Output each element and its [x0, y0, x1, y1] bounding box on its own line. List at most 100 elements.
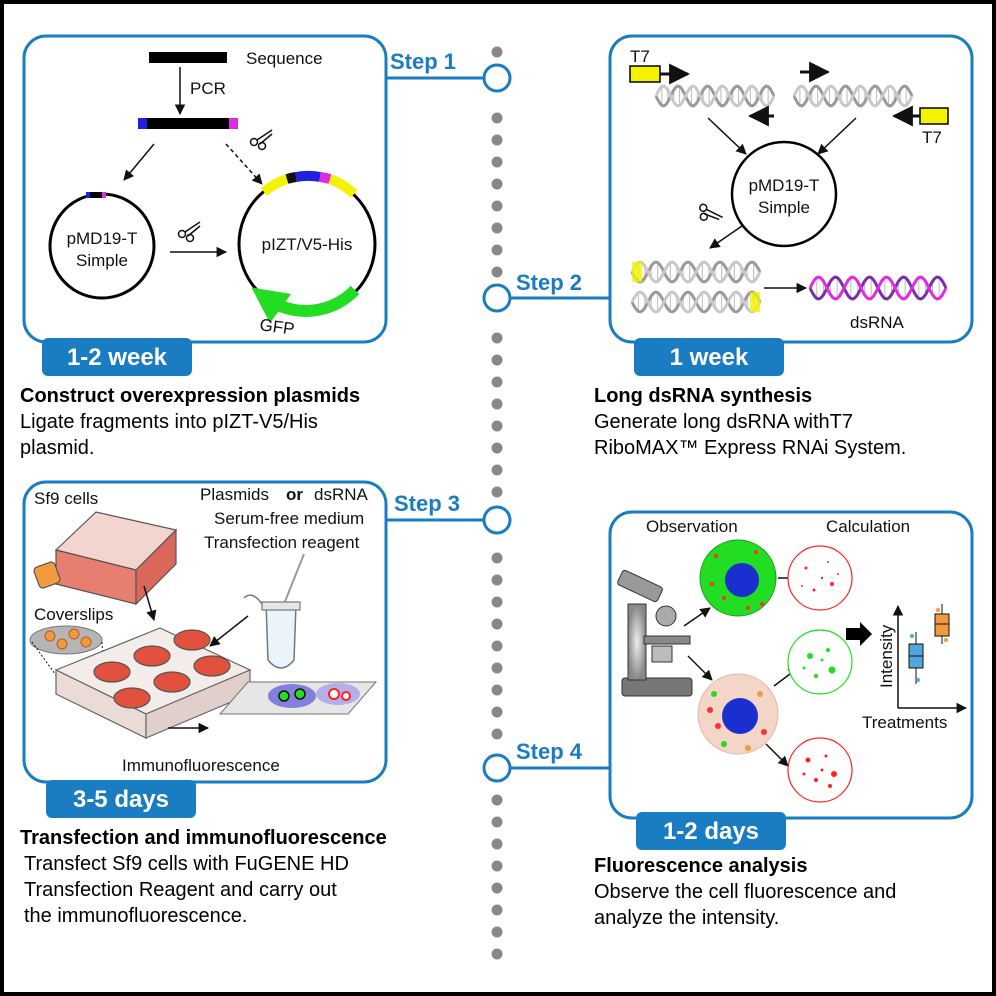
- transfection-label: Transfection reagent: [204, 533, 360, 552]
- timeline-dot: [491, 112, 503, 124]
- microscope-icon: [617, 569, 693, 697]
- panel1-desc-1: Ligate fragments into pIZT-V5/His: [20, 411, 318, 433]
- reagent-a: Plasmids: [200, 485, 269, 504]
- calculation-label: Calculation: [826, 517, 910, 536]
- step4-label: Step 4: [516, 739, 583, 764]
- dna-helix-icon: [792, 84, 914, 108]
- panel2-desc-1: Generate long dsRNA withT7: [594, 411, 853, 433]
- dna-helix-icon: [630, 260, 762, 284]
- sequence-bar: [149, 52, 227, 63]
- sf9-cells-label: Sf9 cells: [34, 489, 98, 508]
- boxplot-mini-chart: Intensity Treatments: [862, 604, 968, 732]
- red-dot-field-1: [787, 545, 853, 611]
- panel2-duration: 1 week: [670, 344, 749, 371]
- pcr-product-bar: [138, 118, 238, 129]
- panel2-heading: Long dsRNA synthesis: [594, 385, 812, 407]
- culture-flask-icon: [33, 511, 178, 606]
- vector2-label-1: pMD19-T: [749, 176, 820, 195]
- vector-label-2: Simple: [76, 251, 128, 270]
- scissors-icon: [699, 203, 723, 221]
- timeline-dot: [491, 684, 503, 696]
- reagent-b: dsRNA: [314, 485, 369, 504]
- step2-marker: [482, 283, 512, 313]
- t7-left-label: T7: [630, 47, 650, 66]
- result-arrow: [846, 622, 872, 646]
- panel3-desc-3: the immunofluorescence.: [24, 905, 247, 927]
- vector-insert: [86, 192, 106, 198]
- dashed-arrow-to-plasmid: [225, 143, 263, 185]
- panel1-duration: 1-2 week: [67, 344, 168, 371]
- scissors-icon: [177, 221, 201, 243]
- scissors-icon: [249, 129, 273, 151]
- gfp-arc: [251, 285, 360, 324]
- timeline-dot: [491, 728, 503, 740]
- six-well-plate-icon: [54, 627, 252, 739]
- timeline-dot: [491, 618, 503, 630]
- step1-label: Step 1: [390, 49, 456, 74]
- timeline-dot: [491, 244, 503, 256]
- panel-step4: Step 4 Observation Calculation: [482, 510, 974, 929]
- coverslips-label: Coverslips: [34, 605, 113, 624]
- pcr-end-blue: [138, 118, 147, 129]
- step3-label: Step 3: [394, 491, 460, 516]
- gfp-label: GFP: [258, 315, 295, 339]
- timeline-dot: [491, 200, 503, 212]
- timeline-dot: [491, 926, 503, 938]
- timeline-dot: [491, 156, 503, 168]
- timeline-dot: [491, 794, 503, 806]
- vector-label-1: pMD19-T: [67, 229, 138, 248]
- arrow-to-vector: [123, 143, 155, 181]
- t7-promoter-left: [629, 65, 661, 83]
- plasmid-yellow-right: [328, 174, 358, 198]
- timeline-dot: [491, 46, 503, 58]
- dna-helix-icon: [654, 84, 776, 108]
- step3-marker: [482, 505, 512, 535]
- step2-label: Step 2: [516, 270, 582, 295]
- reagent-or: or: [286, 485, 303, 504]
- step4-marker: [482, 753, 512, 783]
- panel2-desc-2: RiboMAX™ Express RNAi System.: [594, 437, 906, 459]
- panel4-duration: 1-2 days: [663, 818, 759, 845]
- t7-right-label: T7: [922, 128, 942, 147]
- timeline-dots: [491, 46, 503, 960]
- panel-step2: Step 2 T7 T7 pMD19-T Simple: [482, 34, 974, 459]
- timeline-dot: [491, 816, 503, 828]
- pcr-end-magenta: [229, 118, 238, 129]
- panel3-duration: 3-5 days: [73, 786, 169, 813]
- observation-label: Observation: [646, 517, 738, 536]
- panel4-desc-2: analyze the intensity.: [594, 907, 779, 929]
- panel3-desc-1: Transfect Sf9 cells with FuGENE HD: [24, 853, 349, 875]
- immuno-label: Immunofluorescence: [122, 756, 280, 775]
- dsrna-helix-icon: [808, 275, 948, 301]
- vector2-label-2: Simple: [758, 198, 810, 217]
- timeline-dot: [491, 486, 503, 498]
- timeline-dot: [491, 134, 503, 146]
- timeline-dot: [491, 882, 503, 894]
- timeline-dot: [491, 596, 503, 608]
- timeline-dot: [491, 178, 503, 190]
- panel-step3: Step 3 Sf9 cells Plasmids or dsRNA Serum…: [20, 480, 512, 927]
- red-dot-field-2: [787, 737, 853, 803]
- timeline-dot: [491, 354, 503, 366]
- timeline-dot: [491, 332, 503, 344]
- panel3-heading: Transfection and immunofluorescence: [20, 827, 387, 849]
- coverslip-dish-icon: [29, 625, 103, 655]
- timeline-dot: [491, 904, 503, 916]
- pcr-label: PCR: [190, 79, 226, 98]
- panel4-duration-badge: [636, 812, 786, 850]
- timeline: [491, 46, 503, 960]
- timeline-dot: [491, 442, 503, 454]
- figure-canvas: Step 1 Sequence PCR pMD19-T Simple: [4, 4, 992, 992]
- sequence-label: Sequence: [246, 49, 323, 68]
- plasmid-label: pIZT/V5-His: [262, 235, 353, 254]
- timeline-dot: [491, 552, 503, 564]
- timeline-dot: [491, 860, 503, 872]
- pmd19t-vector-circle-2: [730, 140, 838, 248]
- tube-icon: [265, 603, 297, 669]
- nucleus-icon: [722, 698, 758, 734]
- timeline-dot: [491, 574, 503, 586]
- timeline-dot: [491, 398, 503, 410]
- timeline-dot: [491, 640, 503, 652]
- pipette-icon: [283, 553, 305, 605]
- panel1-duration-badge: [42, 338, 192, 376]
